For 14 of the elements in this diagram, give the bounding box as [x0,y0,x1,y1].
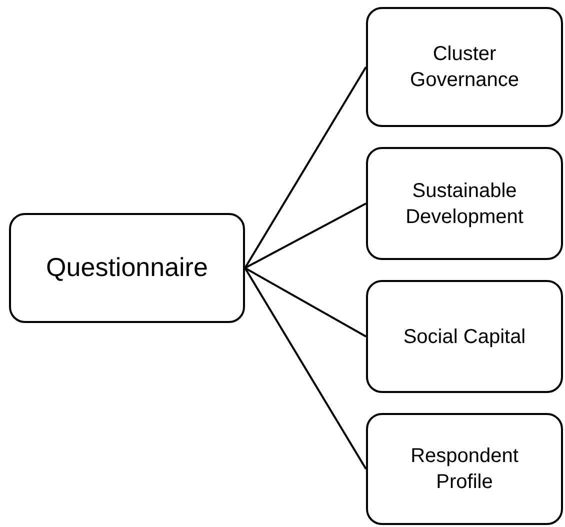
node-label: Sustainable Development [404,178,524,230]
node-label: Questionnaire [45,251,209,284]
node-label: Respondent Profile [410,444,520,495]
text-box [366,7,563,127]
text-box [366,413,563,525]
connector-line [244,66,367,269]
text-box [9,213,245,323]
node-label: Cluster Governance [409,42,520,93]
connector-line [244,267,367,470]
text-box [366,280,563,393]
connector-line [244,267,366,338]
text-box [366,147,563,260]
connector-line [244,202,366,269]
node-label: Social Capital [402,324,527,350]
